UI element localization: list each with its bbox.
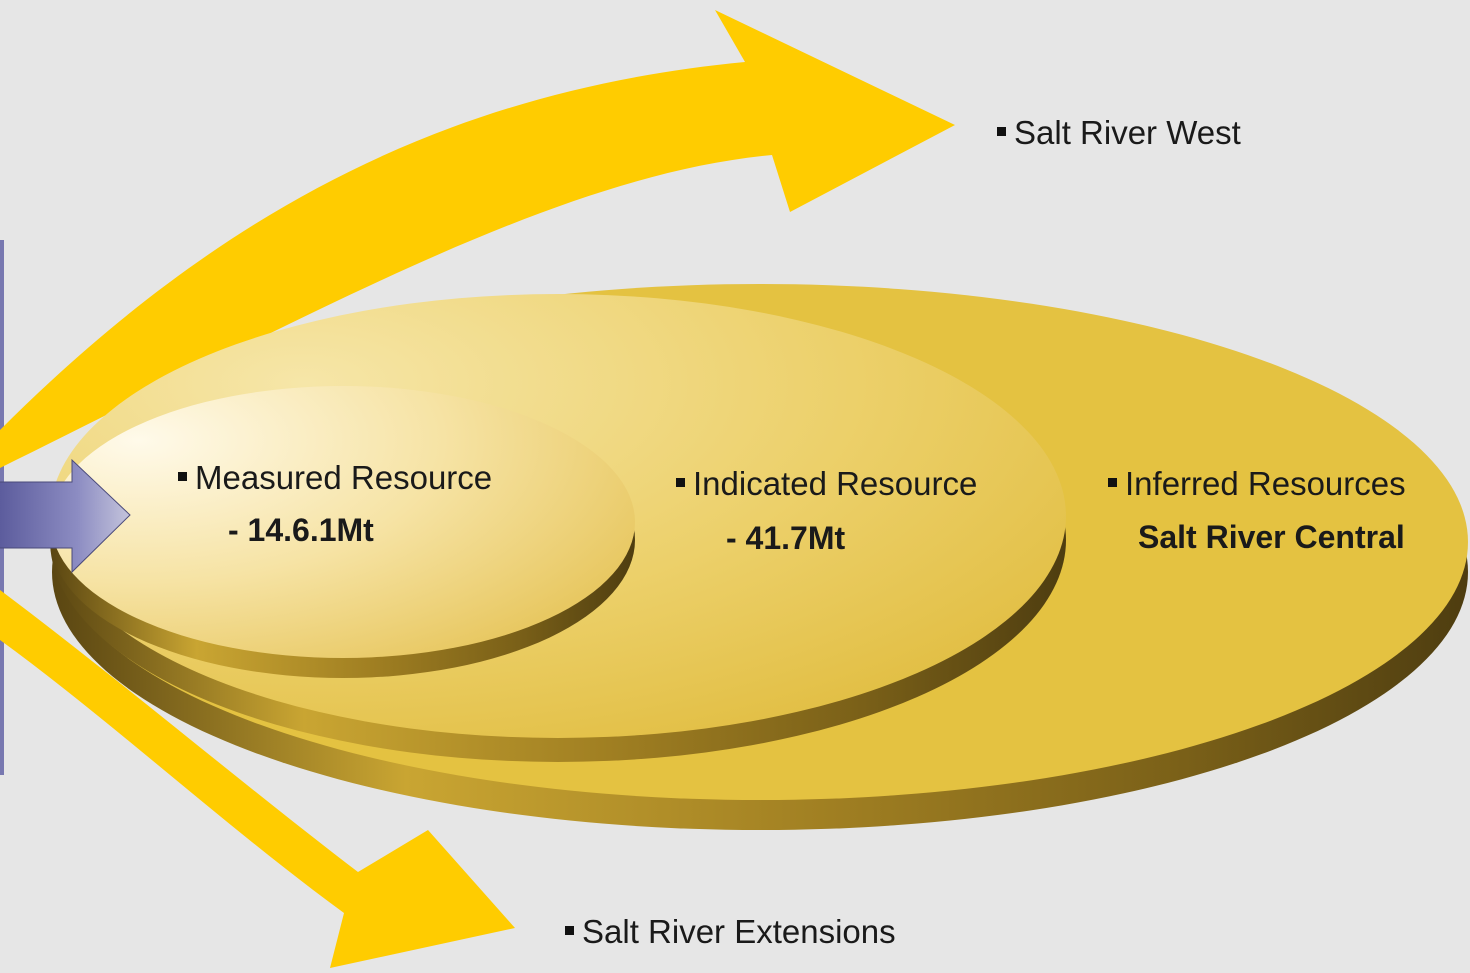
measured-disc [51, 386, 635, 658]
label-measured: Measured Resource [178, 461, 492, 494]
label-indicated: Indicated Resource [676, 467, 977, 500]
value-indicated: - 41.7Mt [726, 520, 846, 556]
arrow-to-salt-river-extensions [0, 590, 515, 968]
bullet-icon [178, 471, 187, 481]
value-inferred: Salt River Central [1138, 519, 1405, 555]
input-arrow [0, 458, 131, 574]
value-measured: - 14.6.1Mt [228, 512, 374, 548]
bullet-icon [997, 126, 1006, 136]
bullet-icon [1108, 477, 1117, 487]
bullet-icon [565, 925, 574, 935]
label-inferred: Inferred Resources [1108, 467, 1406, 500]
label-salt-river-west: Salt River West [997, 116, 1241, 149]
label-salt-river-extensions: Salt River Extensions [565, 915, 896, 948]
arrow-to-salt-river-west [0, 10, 955, 468]
bullet-icon [676, 477, 685, 487]
